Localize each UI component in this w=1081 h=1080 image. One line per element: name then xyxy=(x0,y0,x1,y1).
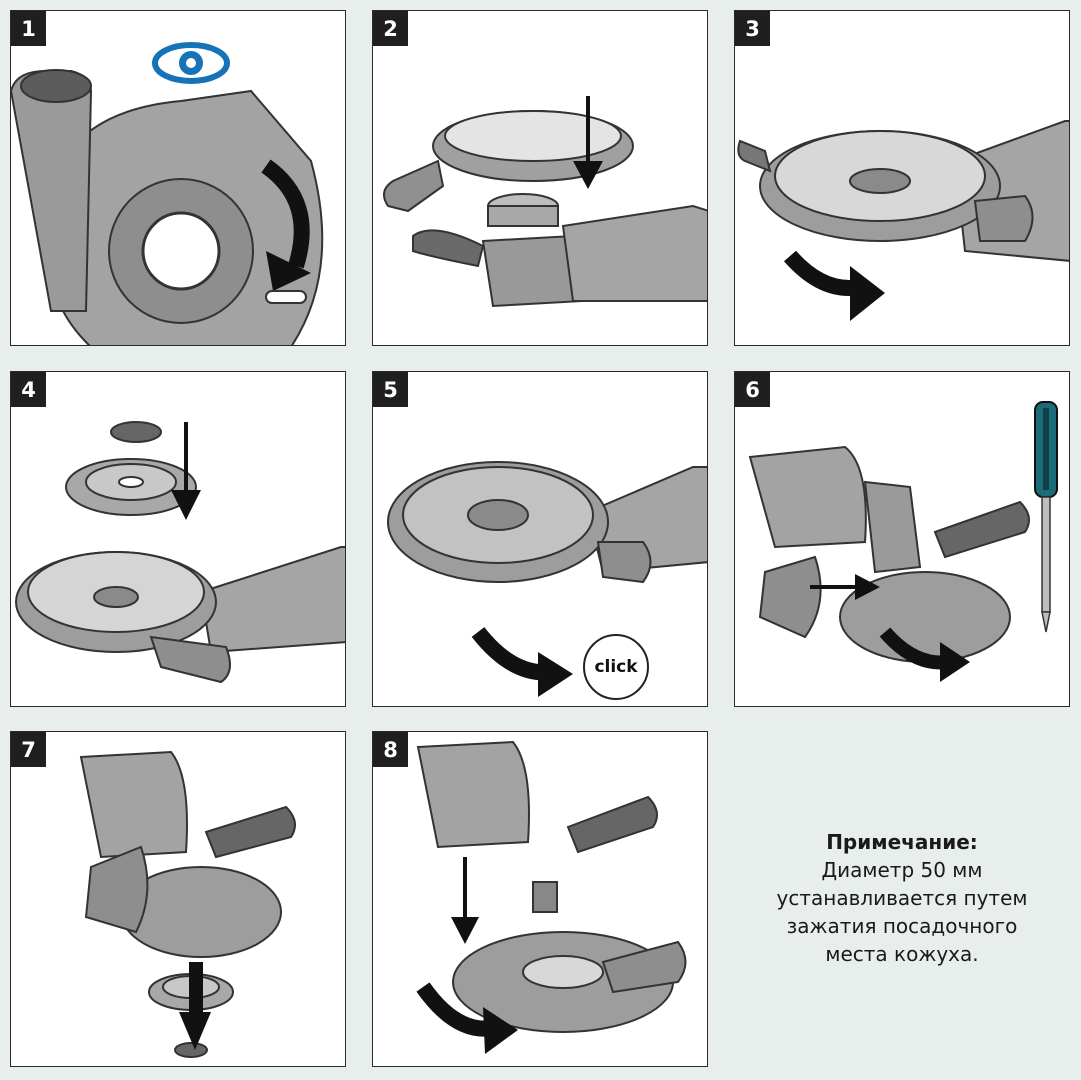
eye-icon xyxy=(152,42,230,84)
step-number: 5 xyxy=(373,372,408,407)
guard-remove-illustration xyxy=(416,740,687,1054)
screwdriver-icon xyxy=(1034,401,1058,633)
wheel-remove-illustration xyxy=(79,750,296,1058)
step-number: 7 xyxy=(11,732,46,767)
step-panel-2: 2 xyxy=(372,10,708,346)
step-number: 8 xyxy=(373,732,408,767)
guard-adjust-illustration xyxy=(748,401,1058,682)
guard-rotate-illustration xyxy=(737,120,1069,321)
click-badge: click xyxy=(583,634,649,700)
step-panel-1: 1 xyxy=(10,10,346,346)
step-panel-5: 5 click xyxy=(372,371,708,707)
note-line: зажатия посадочного xyxy=(786,914,1018,938)
step-number: 4 xyxy=(11,372,46,407)
click-badge-label: click xyxy=(594,657,638,677)
note-text: Примечание: Диаметр 50 мм устанавливаетс… xyxy=(742,828,1062,968)
wheel-install-illustration xyxy=(15,421,345,684)
wheel-lock-illustration xyxy=(387,461,707,697)
step-number: 2 xyxy=(373,11,408,46)
note-line: места кожуха. xyxy=(825,942,979,966)
step-panel-3: 3 xyxy=(734,10,1070,346)
step-panel-6: 6 xyxy=(734,371,1070,707)
step-number: 3 xyxy=(735,11,770,46)
guard-mount-illustration xyxy=(383,96,707,308)
note-line: устанавливается путем xyxy=(776,886,1028,910)
guard-illustration xyxy=(11,42,324,345)
step-panel-8: 8 xyxy=(372,731,708,1067)
step-number: 1 xyxy=(11,11,46,46)
step-panel-4: 4 xyxy=(10,371,346,707)
note-line: Диаметр 50 мм xyxy=(821,858,983,882)
step-number: 6 xyxy=(735,372,770,407)
note-title: Примечание: xyxy=(826,830,978,854)
step-panel-7: 7 xyxy=(10,731,346,1067)
